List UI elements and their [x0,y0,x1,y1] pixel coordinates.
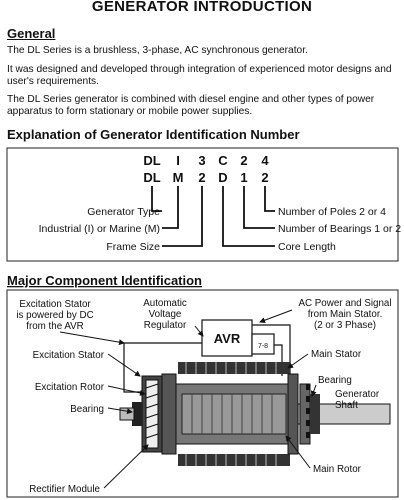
code-row2-frame: 2 [198,170,205,185]
avr-note-line3: Regulator [144,320,187,331]
general-heading: General [7,26,56,41]
label-industrial-marine: Industrial (I) or Marine (M) [39,223,160,235]
identification-box [6,147,399,262]
general-paragraph-3: The DL Series generator is combined with… [7,94,375,117]
code-row1-core: C [218,153,228,168]
code-row2-series: DL [143,170,160,185]
components-box [6,289,399,498]
identification-connectors [151,186,275,247]
code-row2-bearings: 1 [240,170,247,185]
label-frame-size: Frame Size [106,241,160,253]
terminal-box [251,333,275,355]
avr-note-line2: Voltage [149,309,182,320]
avr-wire-exciter [123,343,142,393]
code-row1-poles: 4 [261,153,269,168]
code-row2-type: M [173,170,184,185]
excitation-note-line1: Excitation Stator [19,299,91,310]
label-number-of-poles: Number of Poles 2 or 4 [278,206,386,218]
label-number-of-bearings: Number of Bearings 1 or 2 [278,223,401,235]
terminal-label: 7-8 [258,343,268,350]
label-left-bearing: Bearing [70,404,104,415]
code-row1-series: DL [143,153,160,168]
code-row2-core: D [218,170,227,185]
code-row1-type: I [176,153,180,168]
label-generator-type: Generator Type [87,206,160,218]
label-main-stator: Main Stator [311,349,362,360]
avr-note-line1: Automatic [143,298,187,309]
generator-illustration [119,362,391,466]
page-title: GENERATOR INTRODUCTION [91,0,313,15]
identification-heading: Explanation of Generator Identification … [7,127,300,142]
component-arrows [59,309,317,489]
general-paragraph-2: It was designed and developed through in… [7,64,392,87]
excitation-note-line3: from the AVR [26,321,84,332]
ac-power-note-line3: (2 or 3 Phase) [314,320,376,331]
code-row2-poles: 2 [261,170,268,185]
avr-label: AVR [214,331,241,346]
label-shaft: Shaft [335,400,358,411]
label-excitation-rotor: Excitation Rotor [35,382,105,393]
ac-power-note-line2: from Main Stator. [308,309,383,320]
label-core-length: Core Length [278,241,336,253]
label-right-bearing: Bearing [318,375,352,386]
code-row1-bearings: 2 [240,153,247,168]
excitation-note-line2: is powered by DC [16,310,93,321]
avr-wire-main [252,324,291,376]
label-rectifier-module: Rectifier Module [29,484,100,495]
components-heading: Major Component Identification [7,273,202,288]
general-paragraph-1: The DL Series is a brushless, 3-phase, A… [7,45,308,56]
ac-power-note-line1: AC Power and Signal [298,298,391,309]
label-generator: Generator [335,389,380,400]
label-main-rotor: Main Rotor [313,464,362,475]
label-excitation-stator: Excitation Stator [33,350,105,361]
code-row1-frame: 3 [198,153,205,168]
